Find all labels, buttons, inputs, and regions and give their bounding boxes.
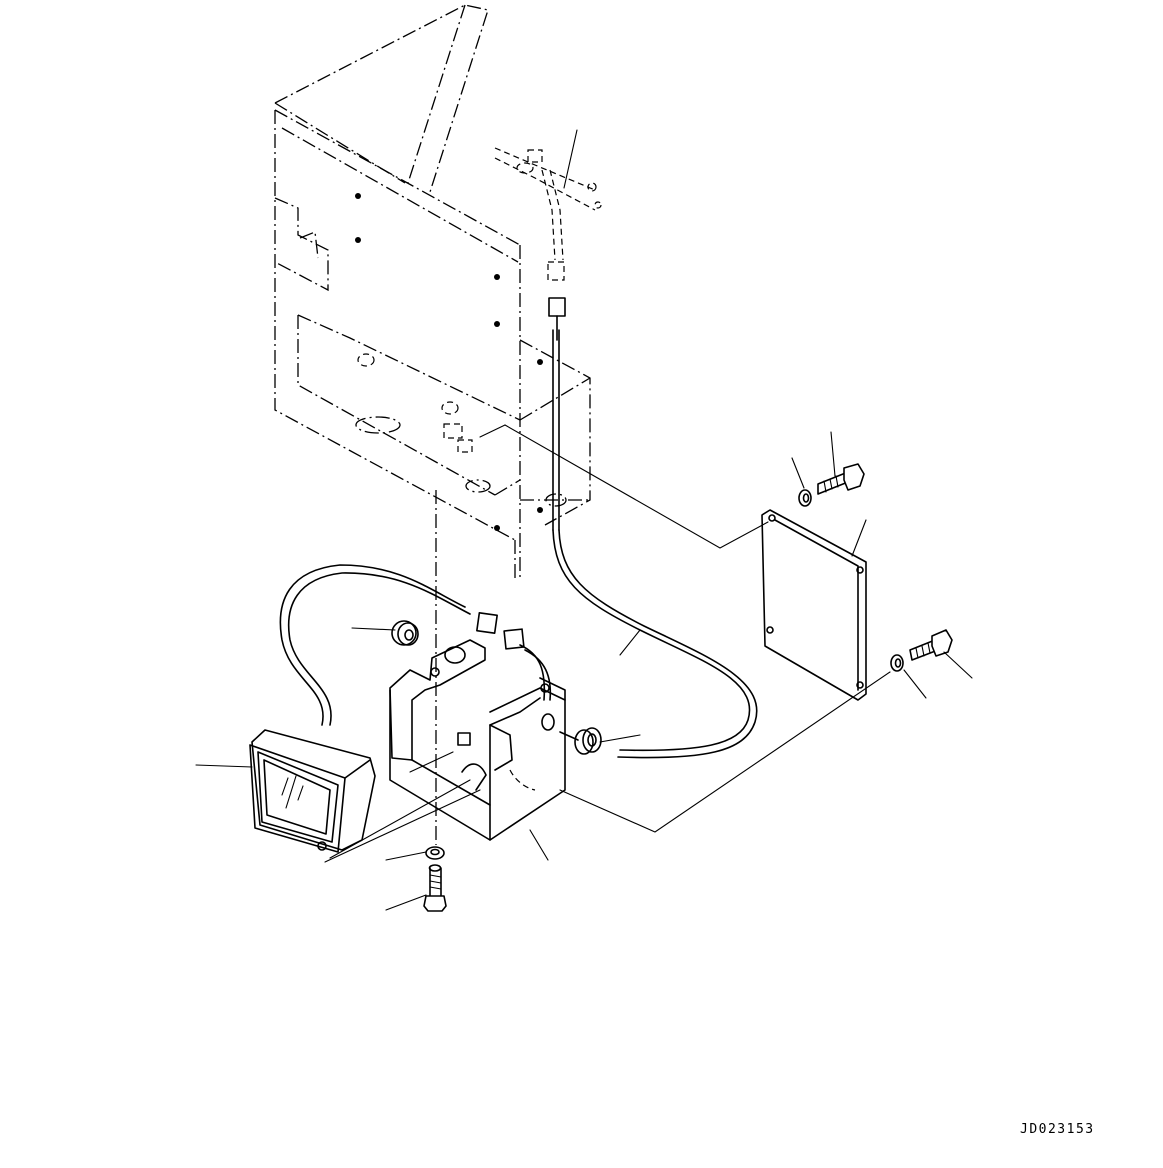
bolt-lower <box>423 864 447 912</box>
assembly-lines <box>324 424 891 863</box>
grommet-upper <box>391 620 419 646</box>
bolt-right <box>909 629 953 661</box>
wiring-harness <box>279 297 758 759</box>
grommet-lower <box>559 727 602 755</box>
mounting-panel <box>274 4 591 580</box>
drawing-id: JD023153 <box>1020 1122 1095 1137</box>
bolt-upper <box>817 463 865 495</box>
upper-harness <box>494 147 602 281</box>
washer-lower <box>425 846 445 860</box>
washer-upper <box>798 489 812 507</box>
lamp-bracket <box>389 639 566 841</box>
work-lamp <box>249 729 376 853</box>
cover-plate <box>761 509 867 701</box>
leader-lines <box>195 129 973 911</box>
washer-right <box>890 654 904 672</box>
